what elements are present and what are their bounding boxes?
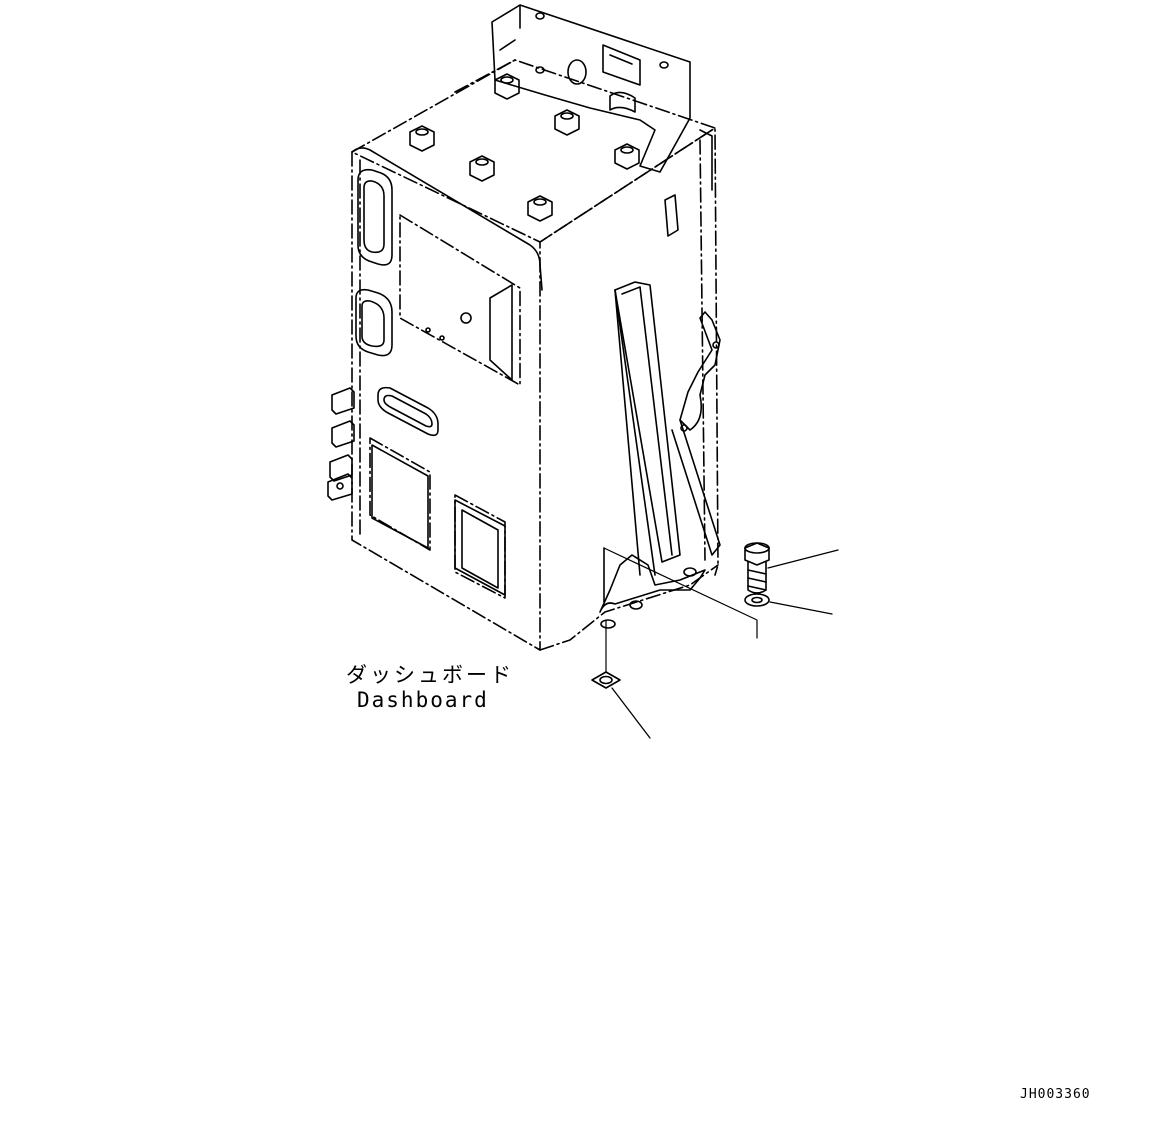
assembly-line [603,547,758,673]
washer [744,593,770,607]
drawing-number: JH003360 [1020,1087,1091,1102]
top-bracket [491,4,691,173]
washer-callout-line [769,601,833,615]
left-side-tabs [327,387,355,501]
bolt [744,542,770,594]
top-stud-nuts [409,73,640,222]
part-label-english: Dashboard [357,688,489,712]
shim [591,671,621,689]
side-openings [355,168,513,596]
part-label-japanese: ダッシュボード [346,663,514,687]
bolt-callout-line [767,549,839,569]
side-pillar [614,194,721,576]
mounting-foot [599,547,706,629]
shim-callout-line [611,687,651,739]
leader-lines [611,549,839,739]
